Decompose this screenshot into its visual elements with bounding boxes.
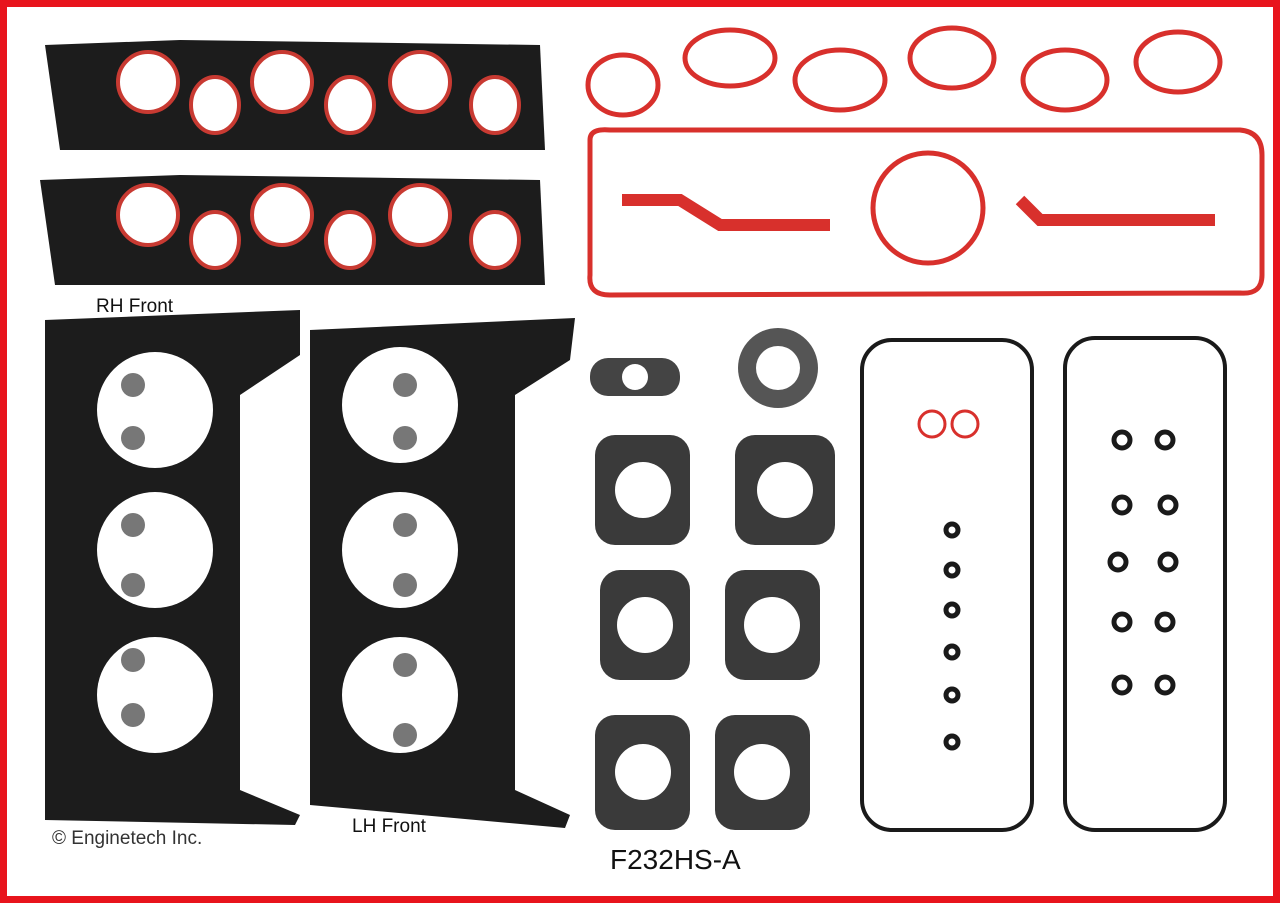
head-gasket-lh bbox=[310, 318, 575, 828]
lh-front-label: LH Front bbox=[352, 816, 426, 837]
intake-gasket-top bbox=[45, 40, 545, 150]
valve-cover-gaskets bbox=[860, 336, 1227, 832]
small-gaskets bbox=[590, 328, 818, 408]
red-o-rings bbox=[917, 409, 980, 439]
copyright-text: © Enginetech Inc. bbox=[52, 828, 203, 849]
rh-front-label: RH Front bbox=[96, 296, 174, 317]
intake-port-gaskets bbox=[585, 25, 1265, 298]
intake-gasket-bottom bbox=[40, 175, 545, 285]
spark-plug-seals bbox=[943, 429, 1179, 751]
exhaust-gaskets bbox=[595, 435, 835, 830]
head-gasket-rh bbox=[45, 310, 300, 825]
part-number: F232HS-A bbox=[610, 844, 741, 875]
